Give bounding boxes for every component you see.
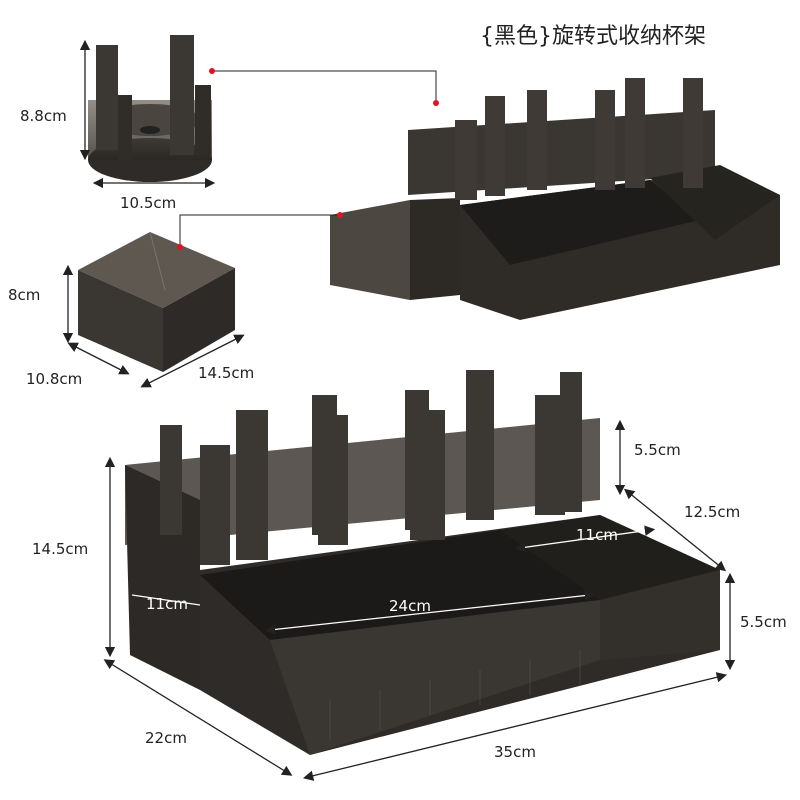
drawer-width-label: 14.5cm bbox=[198, 364, 255, 382]
product-title: {黑色}旋转式收纳杯架 bbox=[480, 24, 706, 49]
dimension-lines bbox=[62, 39, 736, 781]
organizer-side-width-label: 11cm bbox=[576, 526, 618, 544]
rotating-cup-holder bbox=[88, 35, 212, 182]
organizer-riser-height-label: 5.5cm bbox=[634, 441, 681, 459]
large-organizer bbox=[125, 370, 720, 755]
organizer-length-label: 35cm bbox=[494, 743, 536, 761]
assembled-organizer-small bbox=[330, 78, 780, 320]
organizer-side-depth-label: 12.5cm bbox=[684, 503, 741, 521]
organizer-front-height-label: 5.5cm bbox=[740, 613, 787, 631]
organizer-height-label: 14.5cm bbox=[32, 540, 89, 558]
cup-holder-height-label: 8.8cm bbox=[20, 107, 67, 125]
callout-connectors bbox=[177, 68, 439, 250]
drawer-depth-label: 10.8cm bbox=[26, 370, 83, 388]
organizer-depth-label: 22cm bbox=[145, 729, 187, 747]
organizer-main-width-label: 24cm bbox=[389, 597, 431, 615]
inner-dimension-lines bbox=[131, 525, 656, 635]
drawer-height-label: 8cm bbox=[8, 286, 41, 304]
organizer-drawer-width-label: 11cm bbox=[146, 595, 188, 613]
cup-holder-diameter-label: 10.5cm bbox=[120, 194, 177, 212]
